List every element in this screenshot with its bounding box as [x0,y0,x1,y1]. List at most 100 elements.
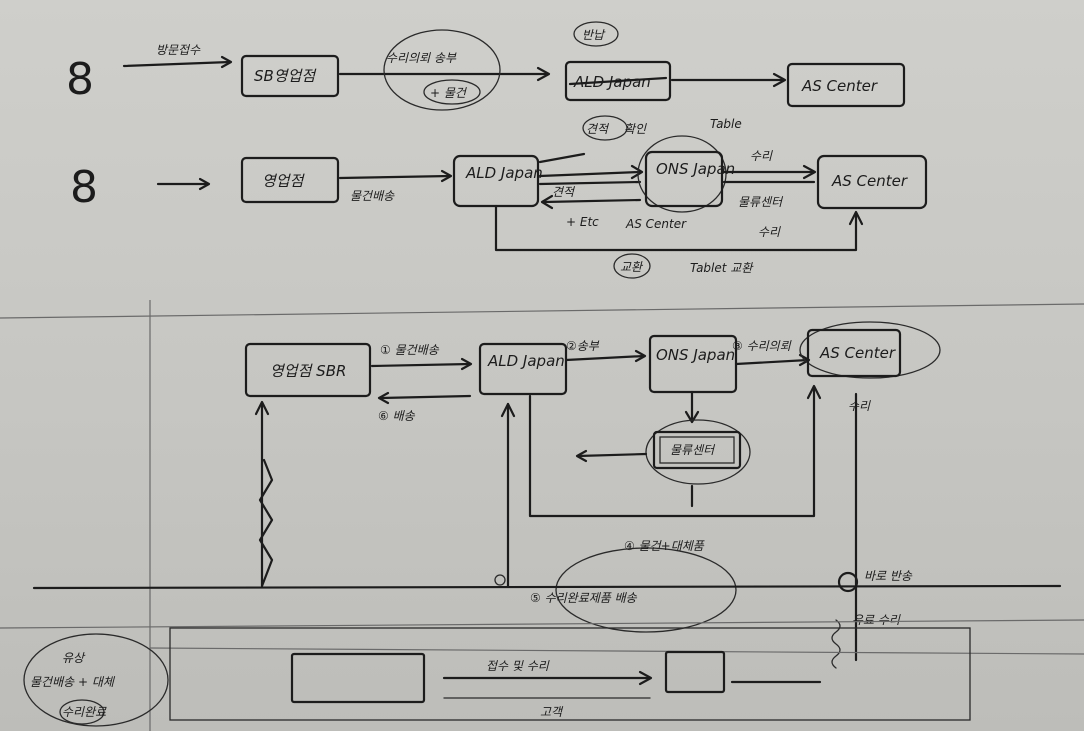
row2-number: 8 [70,162,98,213]
center-left-arrow [576,452,648,458]
row2-box-ald-label: ALD Japan [465,164,543,182]
row2-arrow3-head [802,164,817,180]
row2-box-as-label: AS Center [831,172,908,190]
row2-arrow1-head [440,169,453,183]
separator-line [0,303,1084,319]
row1-mid-note: 수리의뢰 송부 [386,51,457,65]
row2-bottom-note1: 교환 [620,260,644,274]
timeline-line [32,584,1062,590]
center-circle [645,419,751,485]
row2-return-loop-head [848,210,864,226]
row1-box-sb [240,54,340,98]
step2-label: ②송부 [566,339,600,353]
row2-box-ons-label: ONS Japan [656,160,735,178]
step3-label: ③ 수리의뢰 [732,339,792,353]
row2: 8 영업점 물건배송 ALD Japan 견적 확인 견적 + Etc ONS … [70,115,928,279]
box-center-label: 물류센터 [670,443,716,457]
step3-arrow [734,358,810,366]
row1-circle-top [573,21,619,47]
row1-circle-top-label: 반납 [582,28,606,42]
bottom-mid-label2: 고객 [540,705,564,719]
box-as-circle [799,321,941,379]
row2-return-loop [494,204,858,252]
row2-box-ons [644,150,724,208]
row2-bottom-circle [613,253,651,279]
row2-note-top1: 견적 [586,122,610,136]
row1-box-as [786,62,906,108]
note-right: 유료 수리 [852,613,901,627]
bottom-box-right [664,650,726,694]
ald-vertical-head [500,402,516,418]
step4-5-circle [555,547,737,633]
step6-arrow [378,394,472,400]
loop-ald-as [528,386,816,518]
bottom-box-left [290,652,426,704]
box-sbr [244,342,372,398]
step5-label: ⑤ 수리완료제품 배송 [530,591,638,605]
row2-box-sales-label: 영업점 [262,172,306,190]
step4-label: ④ 물건+대체품 [624,539,705,553]
coil-scribble [831,619,841,669]
row2-note-as: AS Center [625,217,687,231]
step6-label: ⑥ 배송 [378,409,416,423]
box-ons [648,334,738,394]
row1-box-sb-label: SB영업점 [254,67,317,85]
step1-arrow [370,362,472,368]
row2-arrow1 [338,174,452,180]
step1-arrow-head [460,357,473,371]
ons-down-arrow-head [684,410,700,424]
row2-arrow-back [542,198,642,204]
row2-note-top2: 확인 [624,122,647,136]
box-ald-label: ALD Japan [487,352,565,370]
row2-ons-circle [637,135,727,213]
step2-arrow [564,354,646,362]
step6-arrow-head [377,391,390,405]
bottom-left-circle [23,633,169,727]
row1-strike [568,76,668,86]
bottom-left2: 물건배송 + 대체 [30,675,116,689]
row1-box-as-label: AS Center [801,77,878,95]
box-sbr-label: 영업점 SBR [270,362,346,380]
box-ons-label: ONS Japan [656,346,735,364]
bottom-line2 [149,647,1084,655]
row2-arrow-note: 물건배송 [350,189,395,203]
row1-mid-note2: + 물건 [430,86,468,100]
row2-box-sales [240,156,340,204]
loop-ald-as-head [806,384,822,400]
row2-bottom-note2: Tablet 교환 [690,261,754,275]
bottom-left3-circle [59,699,105,725]
row2-arrow-up [538,152,586,164]
row2-note-repair: 수리 [750,149,773,163]
box-as-label: AS Center [819,344,896,362]
row2-note-etc: + Etc [566,215,599,229]
sbr-zigzag [258,402,274,588]
ald-node [494,574,506,586]
as-node [837,571,859,593]
row2-note-right2: 수리 [758,225,781,239]
row2-note-top-circle [582,115,628,141]
row1-number: 8 [66,54,94,105]
box-as [806,328,902,378]
row2-arrow0-head [198,177,211,191]
row1-box-ald [564,60,672,102]
bottom-left3: 수리완료 [62,705,107,719]
box-center [652,430,742,470]
bottom-mid-label: 접수 및 수리 [486,659,550,673]
row1-arrow3-head [772,72,787,88]
row2-note-table: Table [710,117,742,131]
center-left-arrow-head [575,449,588,463]
box-center-inner [659,436,735,464]
flow-diagram: 영업점 SBR ① 물건배송 ⑥ 배송 ALD Japan ②송부 ONS Ja… [0,321,1084,727]
row1-mid-note2-circle [423,79,481,105]
row1-arrow2-head [536,66,551,82]
row2-box-as [816,154,928,210]
bottom-arrow-head [638,670,653,686]
note-repair: 수리 [848,399,871,413]
row2-arrow-back-head [540,194,554,210]
row2-arrow2b [538,180,642,186]
row1-arrow1 [122,60,232,68]
row2-note-left: 견적 [552,185,576,199]
row2-arrow2-head [630,164,644,180]
